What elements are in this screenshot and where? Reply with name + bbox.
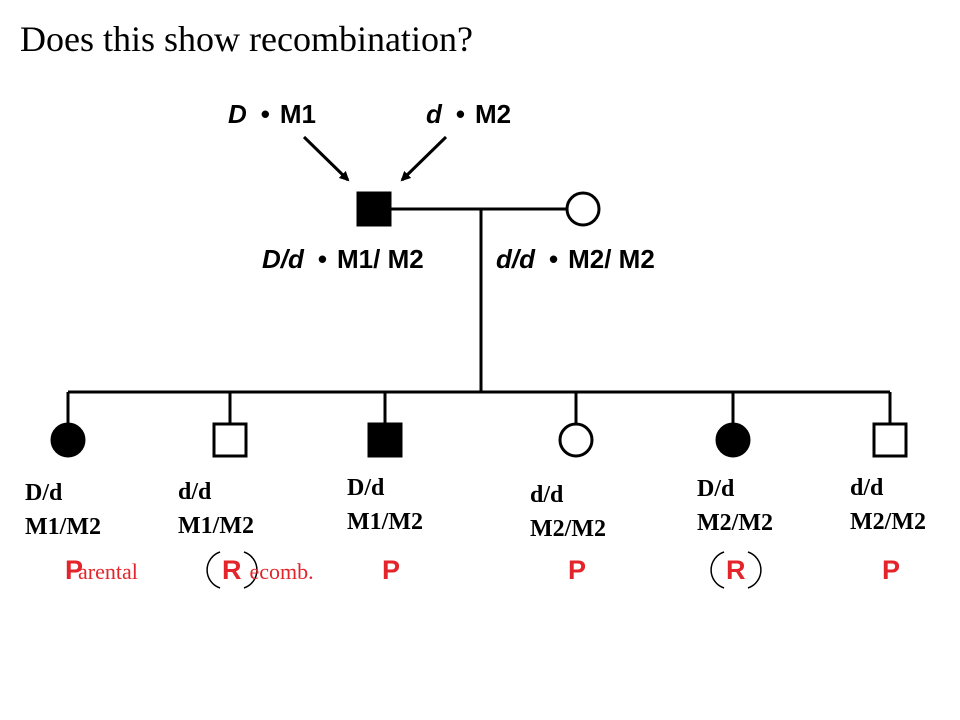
child-genotype: d/d bbox=[178, 479, 212, 505]
child-class-tag: P bbox=[568, 555, 586, 585]
father-haplotype-right: d • M2 bbox=[426, 99, 511, 129]
child-female-symbol bbox=[715, 422, 751, 458]
child-class-tag: P bbox=[382, 555, 400, 585]
father-haplotype-left: D • M1 bbox=[228, 99, 316, 129]
child-markers: M1/M2 bbox=[347, 509, 423, 535]
child-class-letter: R bbox=[222, 555, 242, 585]
arrow-left bbox=[302, 135, 350, 182]
child-class-letter: P bbox=[882, 555, 900, 585]
child-markers: M2/M2 bbox=[850, 509, 926, 535]
recomb-circle-right-arc bbox=[747, 551, 762, 589]
father-dot: • bbox=[318, 244, 327, 274]
haplotype-left-dot: • bbox=[261, 99, 270, 129]
child-class-tag: P bbox=[882, 555, 900, 585]
mother-symbol bbox=[565, 191, 601, 227]
child-genotype: D/d bbox=[347, 475, 385, 501]
father-symbol bbox=[356, 191, 392, 227]
child-class-letter: P bbox=[568, 555, 586, 585]
child-genotype: D/d bbox=[25, 480, 63, 506]
slide-title: Does this show recombination? bbox=[20, 19, 473, 59]
father-genotype: D/d • M1/ M2 bbox=[262, 244, 424, 274]
child-genotype: d/d bbox=[850, 475, 884, 501]
child-genotype: D/d bbox=[697, 476, 735, 502]
mother-genotype: d/d • M2/ M2 bbox=[496, 244, 655, 274]
child-class-letter: R bbox=[726, 555, 746, 585]
mother-allele: d/d bbox=[496, 244, 536, 274]
recomb-circle-left-arc bbox=[710, 551, 725, 589]
child-genotype: d/d bbox=[530, 482, 564, 508]
child-class-word: ecomb. bbox=[250, 559, 314, 584]
child-class-tag: R bbox=[726, 555, 746, 585]
arrow-right bbox=[400, 135, 448, 182]
child-class-letter: P bbox=[382, 555, 400, 585]
mother-marker: M2/ M2 bbox=[568, 244, 655, 274]
haplotype-right-allele: d bbox=[426, 99, 443, 129]
haplotype-right-marker: M2 bbox=[475, 99, 511, 129]
child-markers: M1/M2 bbox=[25, 514, 101, 540]
father-marker: M1/ M2 bbox=[337, 244, 424, 274]
haplotype-left-allele: D bbox=[228, 99, 247, 129]
child-female-symbol bbox=[558, 422, 594, 458]
child-female-symbol bbox=[50, 422, 86, 458]
child-markers: M2/M2 bbox=[530, 516, 606, 542]
child-class-word: arental bbox=[78, 559, 138, 584]
child-class-letter: P bbox=[65, 555, 83, 585]
child-male-symbol bbox=[367, 422, 403, 458]
mother-dot: • bbox=[549, 244, 558, 274]
child-class-tag: Parental bbox=[65, 555, 138, 585]
child-markers: M2/M2 bbox=[697, 510, 773, 536]
haplotype-left-marker: M1 bbox=[280, 99, 316, 129]
recomb-circle-right-arc bbox=[243, 551, 258, 589]
haplotype-right-dot: • bbox=[456, 99, 465, 129]
recomb-circle-left-arc bbox=[206, 551, 221, 589]
child-male-symbol bbox=[872, 422, 908, 458]
father-allele: D/d bbox=[262, 244, 305, 274]
child-male-symbol bbox=[212, 422, 248, 458]
child-markers: M1/M2 bbox=[178, 513, 254, 539]
